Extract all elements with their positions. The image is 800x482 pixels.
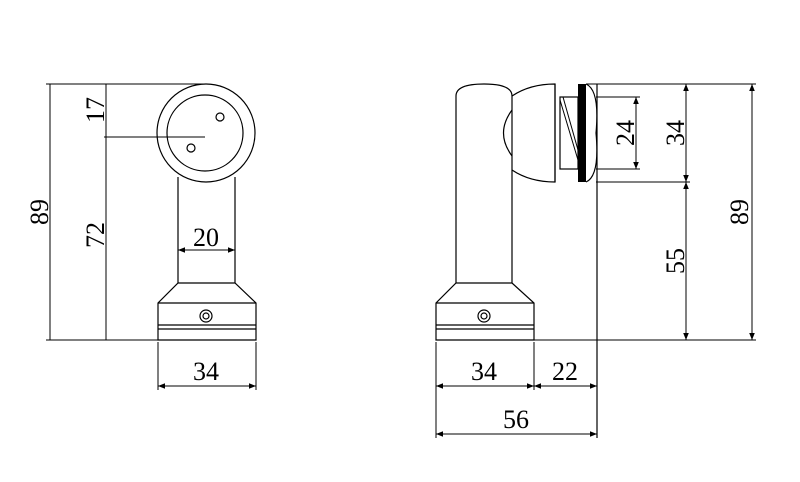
dim-22-side: 22 — [552, 357, 578, 386]
dim-89-front: 89 — [25, 199, 54, 225]
screw-hole-2 — [186, 143, 196, 153]
front-view: 89 72 17 20 34 — [25, 83, 257, 390]
side-set-screw-outer — [477, 309, 491, 323]
dim-17-front: 17 — [81, 97, 110, 123]
cap-outline — [585, 83, 598, 183]
thread-hatch-2 — [562, 96, 579, 151]
dim-72-front: 72 — [81, 222, 110, 248]
dim-34-front: 34 — [193, 357, 219, 386]
dim-56-side: 56 — [503, 405, 529, 434]
side-set-screw-inner — [480, 312, 488, 320]
dim-34-side: 34 — [661, 120, 690, 146]
side-tube — [455, 83, 513, 283]
dim-89-side: 89 — [725, 199, 754, 225]
dim-24-side: 24 — [611, 120, 640, 146]
screw-hole-1 — [215, 112, 225, 122]
clamp-body — [511, 83, 556, 183]
set-screw-outer — [199, 309, 213, 323]
clamp-bevel — [502, 109, 513, 157]
head-inner-circle — [166, 94, 244, 172]
dim-55-side: 55 — [661, 248, 690, 274]
thread-hatch-1 — [559, 99, 579, 161]
base-outline — [157, 282, 257, 341]
pad-black — [578, 84, 586, 182]
side-view: 24 34 55 89 34 22 56 — [435, 83, 756, 438]
head-outer-circle — [156, 83, 256, 183]
set-screw-inner — [202, 312, 210, 320]
dim-34-side-bottom: 34 — [471, 357, 497, 386]
side-base-outline — [435, 282, 535, 341]
dim-20-front: 20 — [193, 223, 219, 252]
